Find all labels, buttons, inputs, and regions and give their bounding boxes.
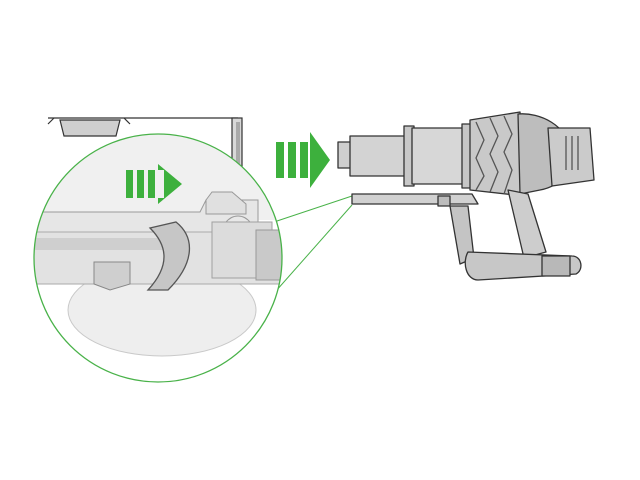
dock-bracket xyxy=(47,117,243,171)
vacuum-body xyxy=(337,111,595,281)
push-arrow-detail-icon xyxy=(126,164,182,204)
push-arrow-main-icon xyxy=(276,132,330,188)
